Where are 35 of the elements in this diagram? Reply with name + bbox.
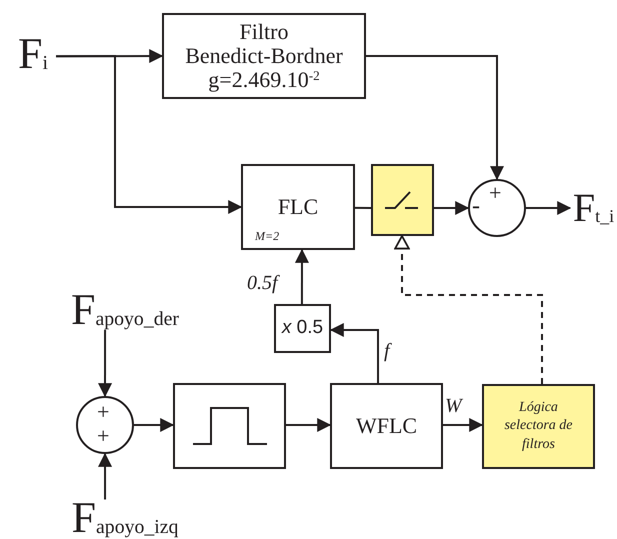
- dashed-arrow: [394, 235, 543, 384]
- parameter-label: M=2: [255, 230, 280, 244]
- block-label: Lógica selectora de filtros: [503, 399, 574, 454]
- sign-label: +: [97, 424, 110, 448]
- arrow: [366, 55, 504, 180]
- block-label: g=2.469.10$^{-2}$: [208, 68, 320, 92]
- sign-label: +: [489, 181, 502, 206]
- arrow: [526, 201, 572, 215]
- edge-label: 0.5f: [246, 273, 279, 293]
- flc-box: [241, 164, 355, 250]
- switch-box: [371, 164, 434, 236]
- arrow: [286, 418, 332, 432]
- arrow: [443, 418, 484, 432]
- arrow: [294, 248, 309, 304]
- edge-label: f: [383, 341, 391, 361]
- block-label: x 0.5: [282, 318, 324, 339]
- logic-box: [482, 384, 595, 469]
- sign-label: -: [472, 193, 480, 220]
- block-label: FLC: [278, 194, 318, 220]
- block-label: Benedict-Bordner: [185, 44, 343, 68]
- summing-junction: [76, 396, 134, 454]
- sign-label: +: [97, 400, 110, 424]
- arrow: [98, 452, 112, 500]
- arrow: [56, 55, 242, 214]
- gain-box: [274, 304, 331, 353]
- arrow: [98, 330, 112, 398]
- arrow: [330, 322, 380, 383]
- wflc-box: [330, 383, 443, 469]
- filter-box: [162, 13, 366, 99]
- filter-box: [173, 383, 286, 469]
- summing-junction: [468, 179, 526, 237]
- arrow: [134, 418, 174, 432]
- arrow: [434, 201, 470, 215]
- block-label: Filtro: [240, 20, 288, 44]
- block-label: WFLC: [356, 414, 418, 438]
